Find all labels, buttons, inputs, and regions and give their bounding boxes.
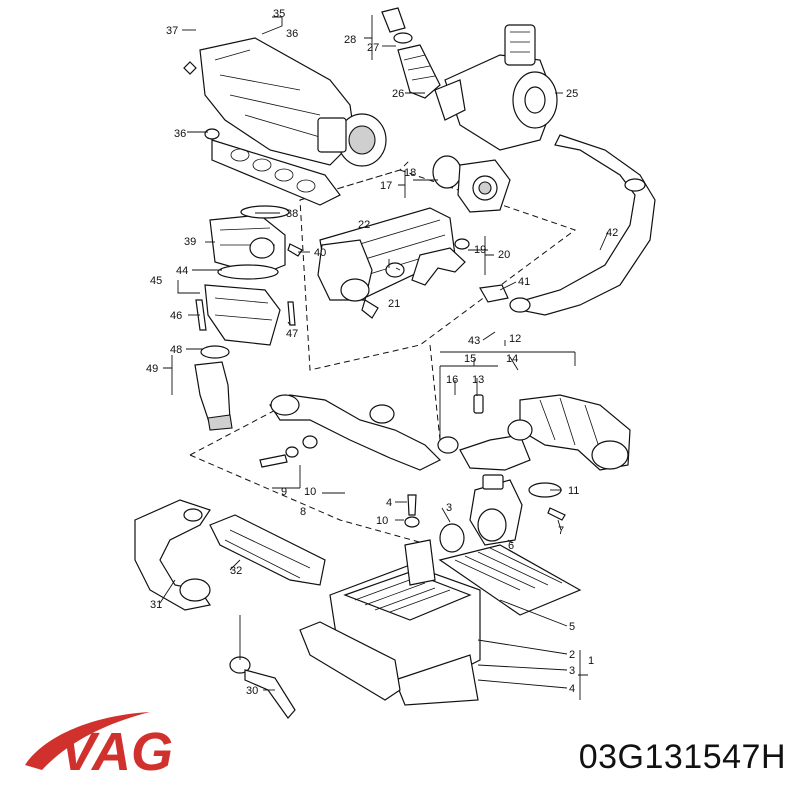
pipe-42	[519, 134, 656, 316]
callout-27: 27	[367, 42, 379, 54]
callout-labels: 37 35 36 36 38 39 40 44 45 46 47 48 49 2…	[146, 8, 618, 697]
callout-40: 40	[314, 247, 326, 259]
callout-15: 15	[464, 353, 476, 365]
egr-pipe	[411, 247, 466, 286]
part-number: 03G131547H	[578, 738, 786, 776]
manifold-gasket	[204, 128, 341, 206]
bolt-7	[547, 507, 566, 521]
intake-duct-31	[134, 499, 211, 611]
callout-36-top: 36	[286, 28, 298, 40]
callout-21: 21	[388, 298, 400, 310]
lower-dashed-boundary	[189, 344, 441, 546]
seal-ring-44	[217, 264, 279, 280]
vag-logo: VAG	[25, 712, 173, 782]
resonator-32	[209, 514, 326, 586]
callout-16: 16	[446, 374, 458, 386]
callout-26: 26	[392, 88, 404, 100]
callout-7: 7	[558, 525, 564, 537]
callout-46: 46	[170, 310, 182, 322]
callout-9: 9	[281, 486, 287, 498]
callout-10: 10	[304, 486, 316, 498]
callout-36: 36	[174, 128, 186, 140]
filter-element	[438, 544, 582, 616]
throttle-housing-17	[432, 155, 511, 213]
callout-20: 20	[498, 249, 510, 261]
callout-3-upper: 3	[446, 502, 452, 514]
callout-49: 49	[146, 363, 158, 375]
callout-48: 48	[170, 344, 182, 356]
callout-42: 42	[606, 227, 618, 239]
callout-1: 1	[588, 655, 594, 667]
callout-17: 17	[380, 180, 392, 192]
callout-47: 47	[286, 328, 298, 340]
gasket-41	[479, 284, 509, 303]
callout-38: 38	[286, 208, 298, 220]
callout-44: 44	[176, 265, 188, 277]
callout-25: 25	[566, 88, 578, 100]
bolt-4-grommet-10	[404, 494, 420, 528]
tube-and-hose-30	[229, 621, 401, 719]
charge-pipe	[269, 394, 442, 471]
callout-22: 22	[358, 219, 370, 231]
intake-hose-assembly	[437, 394, 631, 498]
intake-fittings	[381, 7, 441, 99]
callout-4: 4	[569, 683, 575, 695]
callout-41: 41	[518, 276, 530, 288]
callout-32: 32	[230, 565, 242, 577]
callout-45: 45	[150, 275, 162, 287]
egr-module	[209, 205, 303, 276]
logo-swoosh	[25, 712, 150, 770]
logo-text: VAG	[60, 722, 173, 782]
intake-adapter	[195, 284, 296, 346]
callout-31: 31	[150, 599, 162, 611]
gasket-21	[385, 262, 405, 278]
callout-2: 2	[569, 649, 575, 661]
intake-manifold	[183, 37, 387, 167]
egr-cooler	[317, 207, 456, 319]
callout-5: 5	[569, 621, 575, 633]
callout-14: 14	[506, 353, 518, 365]
callout-6: 6	[508, 540, 514, 552]
seal-ring-3	[439, 523, 465, 553]
callout-30: 30	[246, 685, 258, 697]
leader-lines	[159, 15, 609, 700]
callout-11: 11	[568, 485, 579, 497]
callout-10-upper: 10	[376, 515, 388, 527]
callout-12: 12	[509, 333, 521, 345]
callout-35: 35	[273, 8, 285, 20]
hose-49	[194, 345, 233, 431]
callout-18: 18	[404, 167, 416, 179]
callout-43: 43	[468, 335, 480, 347]
callout-39: 39	[184, 236, 196, 248]
turbocharger	[434, 24, 558, 151]
callout-8: 8	[300, 506, 306, 518]
callout-3: 3	[569, 665, 575, 677]
air-mass-meter	[469, 474, 523, 546]
callout-19: 19	[474, 244, 486, 256]
callout-4-upper: 4	[386, 497, 392, 509]
callout-37: 37	[166, 25, 178, 37]
callout-13: 13	[472, 374, 484, 386]
bolts-9-10	[259, 435, 318, 468]
callout-28: 28	[344, 34, 356, 46]
